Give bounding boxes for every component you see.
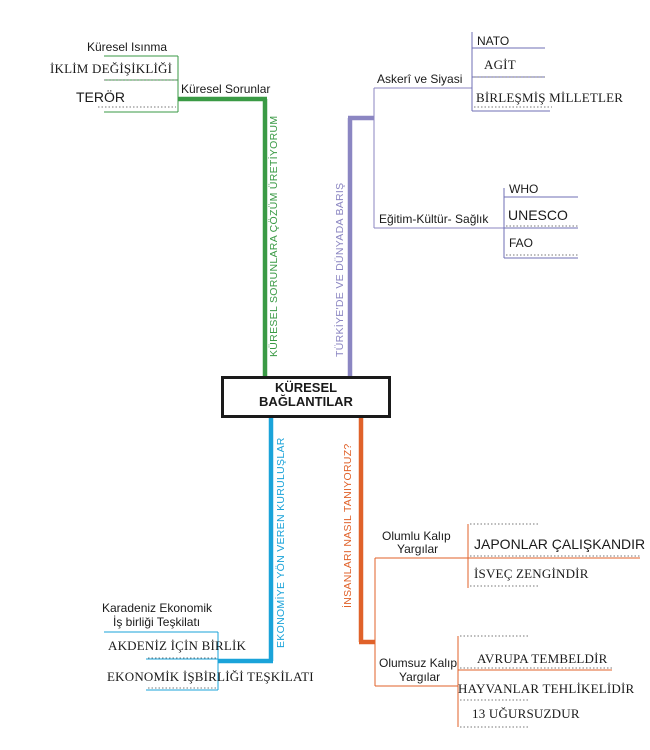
orange-group-olumsuz-line2: Yargılar — [399, 670, 441, 684]
blue-item-ekonomik-isbirligi: EKONOMİK İŞBİRLİĞİ TEŞKİLATI — [107, 669, 314, 684]
purple-group-askeri-siyasi: Askerî ve Siyasi — [377, 72, 463, 86]
orange-group-olumlu-line2: Yargılar — [397, 542, 439, 556]
orange-item-avrupa: AVRUPA TEMBELDİR — [477, 651, 608, 666]
blue-item-karadeniz-line2: İş birliği Teşkilatı — [113, 615, 201, 629]
green-item-iklim-degisikligi: İKLİM DEĞİŞİKLİĞİ — [50, 61, 173, 76]
orange-item-hayvanlar: HAYVANLAR TEHLİKELİDİR — [458, 681, 635, 696]
orange-item-japonlar: JAPONLAR ÇALIŞKANDIR — [474, 536, 646, 552]
orange-branch-label: İNSANLARI NASIL TANIYORUZ? — [342, 443, 354, 608]
green-item-teror: TERÖR — [76, 89, 125, 105]
center-title-line2: BAĞLANTILAR — [259, 394, 353, 409]
orange-item-13-ugursuzdur: 13 UĞURSUZDUR — [472, 706, 580, 721]
orange-branch — [358, 414, 640, 727]
purple-item-fao: FAO — [509, 236, 534, 250]
blue-item-karadeniz-line1: Karadeniz Ekonomik — [102, 601, 213, 615]
dotted-blank-lines — [98, 76, 640, 728]
center-node: KÜRESEL BAĞLANTILAR — [221, 376, 391, 418]
green-category-label: Küresel Sorunlar — [181, 82, 271, 96]
green-branch-label: KÜRESEL SORUNLARA ÇÖZÜM ÜRETİYORUM — [268, 115, 280, 357]
green-branch — [104, 55, 268, 376]
orange-group-olumsuz-line1: Olumsuz Kalıp — [379, 656, 458, 670]
orange-group-olumlu-line1: Olumlu Kalıp — [382, 529, 451, 543]
center-title-line1: KÜRESEL — [274, 380, 338, 395]
purple-item-nato: NATO — [477, 34, 510, 48]
purple-leaves-2 — [503, 188, 578, 259]
purple-branch — [347, 87, 504, 376]
purple-group-egitim-kultur-saglik: Eğitim-Kültür- Sağlık — [379, 212, 489, 226]
purple-branch-label: TÜRKİYE'DE VE DÜNYADA BARIŞ — [334, 182, 346, 357]
purple-item-unesco: UNESCO — [508, 207, 568, 223]
green-item-kuresel-isinma: Küresel Isınma — [87, 40, 168, 54]
purple-item-agit: AGİT — [484, 57, 516, 72]
blue-item-akdeniz-icin-birlik: AKDENİZ İÇİN BİRLİK — [108, 638, 247, 653]
purple-leaves-1 — [471, 32, 550, 112]
orange-item-isvec: İSVEÇ ZENGİNDİR — [474, 566, 589, 581]
blue-branch-label: EKONOMİYE YÖN VEREN KURULUŞLAR — [275, 437, 287, 648]
purple-item-birlesmis-milletler: BİRLEŞMİŞ MİLLETLER — [476, 90, 624, 105]
purple-item-who: WHO — [509, 182, 539, 196]
blue-branch — [104, 414, 274, 691]
